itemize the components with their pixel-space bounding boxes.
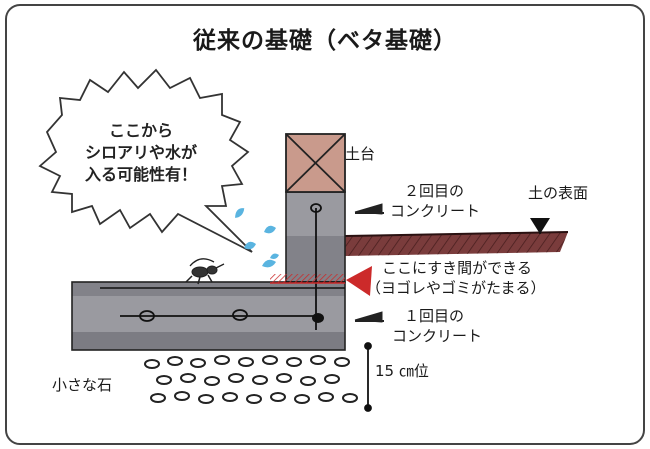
page-title: 従来の基礎（ベタ基礎） — [193, 28, 457, 54]
ground-surface-label: 土の表面 — [528, 184, 589, 202]
gravel-stones — [144, 355, 358, 404]
ground-marker — [530, 218, 550, 234]
first-pour-label: １回目の コンクリート — [392, 307, 482, 346]
stones-label: 小さな石 — [52, 376, 113, 394]
gap-mark — [270, 274, 345, 284]
sill-block — [285, 133, 346, 193]
gap-pointer-icon — [346, 266, 372, 296]
depth-dimension — [364, 342, 372, 412]
depth-label: 15 ㎝位 — [375, 362, 429, 380]
bubble-line: 入る可能性有！ — [84, 165, 197, 185]
speech-bubble — [38, 68, 253, 253]
gap-label-line: ここにすき間ができる — [382, 259, 532, 277]
first-pour-label-line: コンクリート — [392, 326, 483, 345]
gap-label: ここにすき間ができる （ヨゴレやゴミがたまる） — [366, 259, 546, 298]
second-pour-label-line: コンクリート — [390, 201, 481, 220]
termite-icon — [185, 258, 225, 285]
first-pour-slab — [71, 281, 346, 351]
second-pour-wall — [285, 191, 346, 330]
bubble-line: シロアリや水が — [84, 143, 197, 163]
first-pour-label-line: １回目の — [404, 307, 465, 325]
sill-label: 土台 — [345, 145, 376, 163]
second-pour-label: ２回目の コンクリート — [390, 182, 480, 221]
label-arrows — [354, 203, 384, 323]
speech-bubble-text: ここから シロアリや水が 入る可能性有！ — [66, 120, 216, 186]
bubble-line: ここから — [108, 121, 173, 140]
soil-band — [344, 231, 569, 256]
water-drops — [235, 208, 279, 268]
second-pour-label-line: ２回目の — [404, 182, 465, 200]
gap-label-line: （ヨゴレやゴミがたまる） — [366, 278, 546, 297]
